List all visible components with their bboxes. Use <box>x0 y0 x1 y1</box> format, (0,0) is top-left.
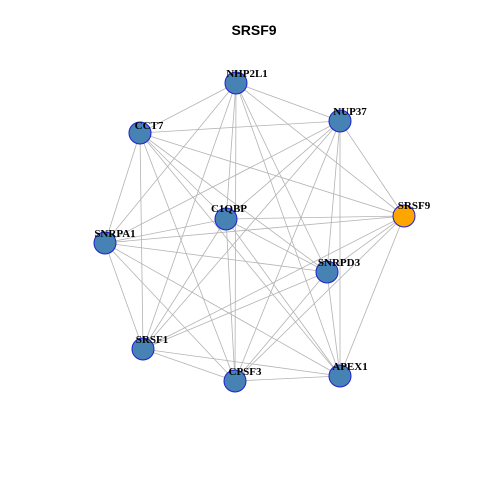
edge-nup37-cct7 <box>139 120 341 134</box>
edge-nup37-snrpa1 <box>104 120 341 244</box>
edge-c1qbp-srsf9 <box>225 215 405 220</box>
edge-cct7-apex1 <box>139 132 341 377</box>
edge-nhp2l1-c1qbp <box>225 82 237 220</box>
edge-snrpa1-srsf9 <box>104 215 405 244</box>
node-circle-srsf1[interactable] <box>131 337 155 361</box>
node-srsf1[interactable]: SRSF1 <box>131 334 168 361</box>
edge-cct7-snrpa1 <box>104 132 141 244</box>
node-srsf9[interactable]: SRSF9 <box>392 200 431 228</box>
node-nhp2l1[interactable]: NHP2L1 <box>224 68 268 95</box>
edge-c1qbp-snrpa1 <box>104 218 227 244</box>
node-label-nup37: NUP37 <box>333 106 367 118</box>
edge-srsf1-cpsf3 <box>142 348 236 382</box>
node-label-cct7: CCT7 <box>135 120 164 132</box>
edge-nhp2l1-srsf9 <box>235 82 405 217</box>
edge-srsf9-apex1 <box>339 215 405 377</box>
node-label-nhp2l1: NHP2L1 <box>226 68 268 80</box>
edge-c1qbp-apex1 <box>225 218 341 377</box>
edge-srsf9-snrpd3 <box>326 215 405 273</box>
graph-title: SRSF9 <box>231 22 276 38</box>
node-label-c1qbp: C1QBP <box>211 203 247 215</box>
node-circle-cct7[interactable] <box>128 121 152 145</box>
node-label-snrpa1: SNRPA1 <box>94 228 135 240</box>
edge-nup37-snrpd3 <box>326 120 341 273</box>
node-circle-snrpd3[interactable] <box>315 260 339 284</box>
edge-cct7-srsf1 <box>139 132 144 350</box>
node-label-cpsf3: CPSF3 <box>229 366 263 378</box>
edge-srsf9-cpsf3 <box>234 215 405 382</box>
edge-c1qbp-srsf1 <box>142 218 227 350</box>
node-label-srsf9: SRSF9 <box>398 200 431 212</box>
edge-nup37-srsf9 <box>339 120 405 217</box>
edge-snrpa1-cpsf3 <box>104 242 236 382</box>
edge-snrpd3-srsf1 <box>142 271 328 350</box>
node-apex1[interactable]: APEX1 <box>328 361 368 388</box>
node-circle-nup37[interactable] <box>328 109 352 133</box>
edge-c1qbp-snrpd3 <box>225 218 328 273</box>
node-snrpa1[interactable]: SNRPA1 <box>93 228 136 255</box>
edge-snrpd3-cpsf3 <box>234 271 328 382</box>
edge-cct7-srsf9 <box>139 132 405 217</box>
edge-nhp2l1-cct7 <box>139 82 237 134</box>
node-circle-snrpa1[interactable] <box>93 231 117 255</box>
edge-layer <box>104 82 405 382</box>
edge-cct7-snrpd3 <box>139 132 328 273</box>
edge-snrpa1-snrpd3 <box>104 242 328 273</box>
node-c1qbp[interactable]: C1QBP <box>211 203 247 231</box>
edge-srsf1-apex1 <box>142 348 341 377</box>
edge-cct7-cpsf3 <box>139 132 236 382</box>
edge-nup37-c1qbp <box>225 120 341 220</box>
edge-nup37-srsf1 <box>142 120 341 350</box>
node-circle-nhp2l1[interactable] <box>224 71 248 95</box>
node-circle-srsf9[interactable] <box>392 204 416 228</box>
edge-snrpa1-apex1 <box>104 242 341 377</box>
edge-cpsf3-apex1 <box>234 375 341 382</box>
edge-nhp2l1-apex1 <box>235 82 341 377</box>
node-cpsf3[interactable]: CPSF3 <box>223 366 263 393</box>
edge-snrpa1-srsf1 <box>104 242 144 350</box>
edge-nhp2l1-nup37 <box>235 82 341 122</box>
node-cct7[interactable]: CCT7 <box>128 120 164 145</box>
edge-cct7-c1qbp <box>139 132 227 220</box>
node-circle-cpsf3[interactable] <box>223 369 247 393</box>
edge-srsf9-srsf1 <box>142 215 405 350</box>
edge-snrpd3-apex1 <box>326 271 341 377</box>
node-label-srsf1: SRSF1 <box>136 334 168 346</box>
node-nup37[interactable]: NUP37 <box>328 106 367 133</box>
node-circle-c1qbp[interactable] <box>214 207 238 231</box>
edge-c1qbp-cpsf3 <box>225 218 236 382</box>
node-circle-apex1[interactable] <box>328 364 352 388</box>
node-label-apex1: APEX1 <box>332 361 367 373</box>
edge-nhp2l1-srsf1 <box>142 82 237 350</box>
node-label-snrpd3: SNRPD3 <box>318 257 361 269</box>
node-snrpd3[interactable]: SNRPD3 <box>315 257 361 284</box>
